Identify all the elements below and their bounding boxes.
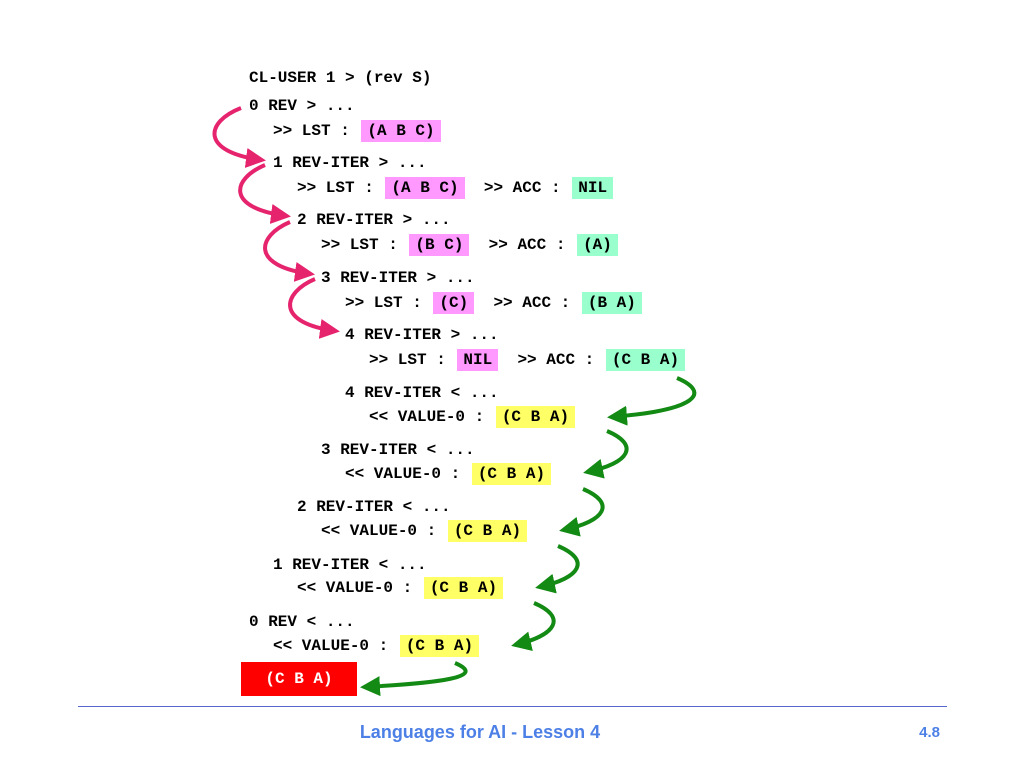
trace-exit-0-head: 0 REV < ...	[249, 613, 355, 631]
trace-exit-2-value: << VALUE-0 : (C B A)	[321, 520, 528, 542]
value-box: (C B A)	[495, 406, 576, 428]
lst-value: (C)	[433, 292, 475, 314]
acc-label: >> ACC :	[493, 294, 571, 312]
value-label: << VALUE-0 :	[345, 465, 461, 483]
acc-value: (A)	[577, 234, 618, 256]
trace-enter-2-head: 2 REV-ITER > ...	[297, 211, 451, 229]
footer-divider	[78, 706, 947, 707]
value-box: (C B A)	[399, 635, 480, 657]
lst-label: >> LST :	[273, 122, 350, 140]
trace-enter-1-args: >> LST : (A B C) >> ACC : NIL	[297, 177, 614, 199]
value-label: << VALUE-0 :	[321, 522, 437, 540]
value-box: (C B A)	[471, 463, 552, 485]
acc-value: (B A)	[581, 292, 642, 314]
lst-value: (A B C)	[385, 177, 465, 199]
trace-enter-0-args: >> LST : (A B C)	[273, 120, 441, 142]
command-line: CL-USER 1 > (rev S)	[249, 69, 432, 87]
acc-value: NIL	[572, 177, 614, 199]
lst-value: (A B C)	[361, 120, 441, 142]
trace-exit-0-value: << VALUE-0 : (C B A)	[273, 635, 480, 657]
value-label: << VALUE-0 :	[273, 637, 389, 655]
call-arrow-4	[288, 277, 340, 339]
return-arrow-final	[360, 661, 468, 697]
trace-enter-2-args: >> LST : (B C) >> ACC : (A)	[321, 234, 618, 256]
trace-enter-0-head: 0 REV > ...	[249, 97, 355, 115]
final-result: (C B A)	[241, 662, 357, 696]
value-label: << VALUE-0 :	[297, 579, 413, 597]
lst-label: >> LST :	[297, 179, 374, 197]
acc-label: >> ACC :	[483, 179, 561, 197]
value-box: (C B A)	[447, 520, 528, 542]
trace-enter-4-head: 4 REV-ITER > ...	[345, 326, 499, 344]
lst-label: >> LST :	[369, 351, 446, 369]
acc-label: >> ACC :	[517, 351, 595, 369]
acc-value: (C B A)	[605, 349, 686, 371]
trace-enter-3-head: 3 REV-ITER > ...	[321, 269, 475, 287]
return-arrow-4	[535, 544, 580, 594]
value-box: (C B A)	[423, 577, 504, 599]
call-arrow-1	[212, 106, 266, 168]
lst-value: (B C)	[409, 234, 470, 256]
trace-exit-1-value: << VALUE-0 : (C B A)	[297, 577, 504, 599]
trace-exit-1-head: 1 REV-ITER < ...	[273, 556, 427, 574]
footer-title: Languages for AI - Lesson 4	[359, 722, 601, 742]
trace-exit-2-head: 2 REV-ITER < ...	[297, 498, 451, 516]
return-arrow-2	[583, 429, 629, 479]
call-arrow-3	[263, 220, 315, 282]
trace-enter-4-args: >> LST : NIL >> ACC : (C B A)	[369, 349, 686, 371]
lst-label: >> LST :	[321, 236, 398, 254]
lst-value: NIL	[457, 349, 499, 371]
trace-exit-4-head: 4 REV-ITER < ...	[345, 384, 499, 402]
return-arrow-5	[511, 601, 556, 652]
trace-enter-1-head: 1 REV-ITER > ...	[273, 154, 427, 172]
lst-label: >> LST :	[345, 294, 422, 312]
trace-exit-3-head: 3 REV-ITER < ...	[321, 441, 475, 459]
trace-enter-3-args: >> LST : (C) >> ACC : (B A)	[345, 292, 642, 314]
page-number: 4.8	[919, 724, 940, 741]
acc-label: >> ACC :	[488, 236, 566, 254]
trace-exit-3-value: << VALUE-0 : (C B A)	[345, 463, 552, 485]
return-arrow-3	[559, 487, 605, 537]
return-arrow-1	[607, 376, 697, 426]
trace-exit-4-value: << VALUE-0 : (C B A)	[369, 406, 576, 428]
call-arrow-2	[238, 163, 291, 224]
value-label: << VALUE-0 :	[369, 408, 485, 426]
